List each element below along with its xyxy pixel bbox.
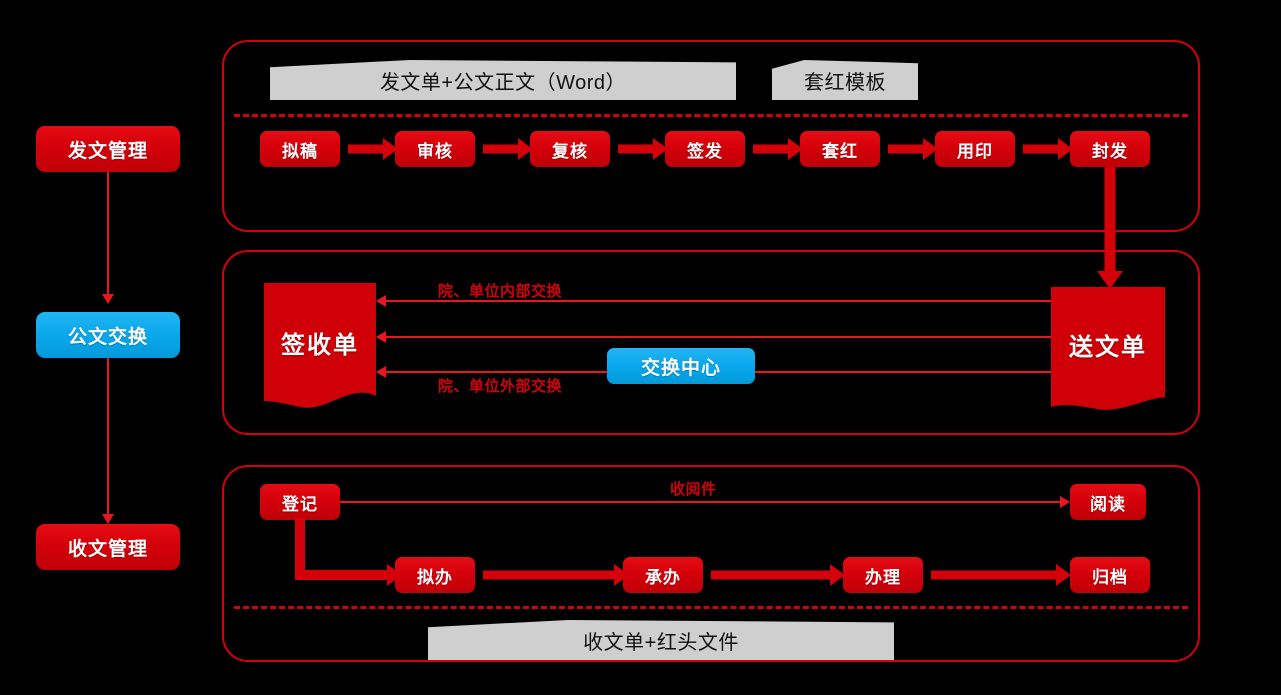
- receive-read-flow-label-text: 收阅件: [670, 481, 717, 498]
- sidebar-item-receive-label: 收文管理: [67, 538, 148, 560]
- dispatch-step-7-label: 封发: [1092, 141, 1128, 161]
- exchange-dispatch-doc[interactable]: 送文单: [1051, 287, 1165, 414]
- exchange-external-label: 院、单位外部交换: [438, 375, 562, 396]
- dispatch-banner-template-label: 套红模板: [804, 71, 886, 94]
- receive-read-flow-label: 收阅件: [670, 478, 717, 499]
- receive-step-1-label: 拟办: [417, 567, 453, 587]
- receive-section-container: [222, 465, 1200, 662]
- dispatch-step-7[interactable]: 封发: [1070, 131, 1150, 167]
- dispatch-step-3-label: 复核: [552, 141, 588, 161]
- exchange-section-container: [222, 250, 1200, 435]
- receive-step-3-label: 办理: [865, 567, 901, 587]
- dispatch-step-3[interactable]: 复核: [530, 131, 610, 167]
- dispatch-dashed-divider: [234, 114, 1188, 117]
- sidebar-item-dispatch-label: 发文管理: [67, 140, 148, 162]
- dispatch-step-4[interactable]: 签发: [665, 131, 745, 167]
- dispatch-step-5[interactable]: 套红: [800, 131, 880, 167]
- sidebar-item-exchange-label: 公文交换: [67, 326, 148, 348]
- receive-banner-bottom-label: 收文单+红头文件: [583, 631, 739, 654]
- dispatch-step-6-label: 用印: [957, 141, 993, 161]
- receive-step-read-label: 阅读: [1090, 494, 1126, 514]
- receive-step-read[interactable]: 阅读: [1070, 484, 1146, 520]
- exchange-internal-label: 院、单位内部交换: [438, 280, 562, 301]
- exchange-center-node-label: 交换中心: [640, 357, 721, 379]
- dispatch-banner-template: 套红模板: [772, 60, 918, 100]
- exchange-center-node[interactable]: 交换中心: [607, 348, 755, 384]
- sidebar-item-exchange[interactable]: 公文交换: [36, 312, 180, 358]
- sidebar-item-dispatch[interactable]: 发文管理: [36, 126, 180, 172]
- dispatch-step-2-label: 审核: [417, 141, 453, 161]
- receive-step-register-label: 登记: [282, 494, 318, 514]
- dispatch-step-1[interactable]: 拟稿: [260, 131, 340, 167]
- receive-step-2-label: 承办: [645, 567, 681, 587]
- dispatch-step-5-label: 套红: [822, 141, 858, 161]
- exchange-dispatch-doc-label: 送文单: [1069, 334, 1147, 361]
- exchange-internal-label-text: 院、单位内部交换: [438, 283, 563, 300]
- dispatch-step-2[interactable]: 审核: [395, 131, 475, 167]
- receive-dashed-divider: [234, 606, 1188, 609]
- receive-step-1[interactable]: 拟办: [395, 557, 475, 593]
- dispatch-banner-main-label: 发文单+公文正文（Word）: [379, 71, 627, 94]
- receive-step-4-label: 归档: [1092, 567, 1128, 587]
- dispatch-step-4-label: 签发: [687, 141, 723, 161]
- dispatch-step-6[interactable]: 用印: [935, 131, 1015, 167]
- receive-step-register[interactable]: 登记: [260, 484, 340, 520]
- receive-step-4[interactable]: 归档: [1070, 557, 1150, 593]
- receive-step-2[interactable]: 承办: [623, 557, 703, 593]
- exchange-receipt-doc-label: 签收单: [281, 332, 359, 359]
- dispatch-step-1-label: 拟稿: [282, 141, 318, 161]
- receive-elbow-register-to-draft: [295, 518, 402, 586]
- receive-banner-bottom: 收文单+红头文件: [428, 620, 894, 660]
- dispatch-section-container: [222, 40, 1200, 232]
- exchange-receipt-doc[interactable]: 签收单: [264, 283, 376, 410]
- exchange-external-label-text: 院、单位外部交换: [438, 378, 563, 395]
- sidebar-item-receive[interactable]: 收文管理: [36, 524, 180, 570]
- dispatch-banner-main: 发文单+公文正文（Word）: [270, 60, 736, 100]
- receive-step-3[interactable]: 办理: [843, 557, 923, 593]
